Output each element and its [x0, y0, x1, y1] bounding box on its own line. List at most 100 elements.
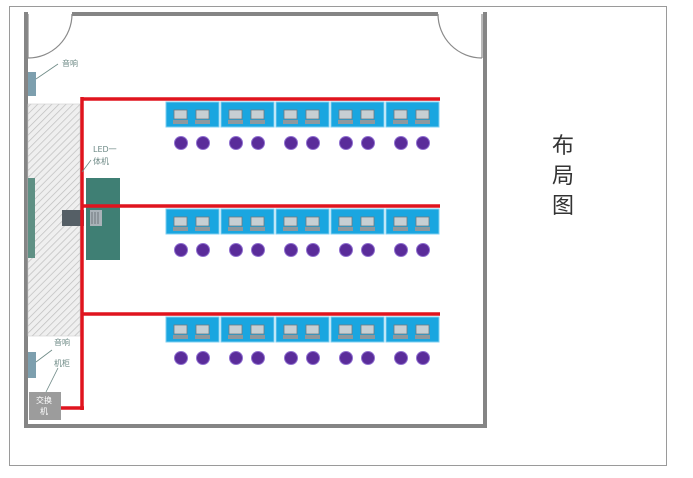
chair-icon	[339, 351, 353, 365]
chair-icon	[251, 136, 265, 150]
cabinet-label: 机柜	[54, 358, 70, 368]
chair-icon	[361, 136, 375, 150]
computer-icon	[393, 324, 408, 339]
computer-icon	[338, 216, 353, 231]
computer-icon	[360, 324, 375, 339]
chair-icon	[416, 351, 430, 365]
chair-icon	[394, 243, 408, 257]
desk-row	[165, 101, 440, 150]
chair-icon	[196, 136, 210, 150]
computer-icon	[250, 324, 265, 339]
whiteboard	[28, 178, 35, 258]
chair-icon	[196, 243, 210, 257]
layout-title: 布 局 图	[548, 132, 578, 222]
computer-icon	[415, 324, 430, 339]
computer-icon	[393, 109, 408, 124]
chair-icon	[306, 351, 320, 365]
desk-group	[275, 316, 330, 365]
leader-lines	[35, 63, 92, 393]
computer-icon	[305, 109, 320, 124]
speaker-bottom-label: 音响	[54, 337, 70, 347]
chair-icon	[339, 243, 353, 257]
desk-group	[165, 316, 220, 365]
desk-group	[385, 208, 440, 257]
desk-group	[275, 208, 330, 257]
speaker-top-label: 音响	[62, 58, 78, 68]
chair-icon	[361, 351, 375, 365]
computer-icon	[228, 216, 243, 231]
chair-icon	[394, 136, 408, 150]
chair-icon	[361, 243, 375, 257]
chair-icon	[229, 136, 243, 150]
desk-group	[165, 208, 220, 257]
led-label-line1: LED一	[93, 145, 117, 154]
desk-rows	[165, 101, 440, 365]
door-arc-icon	[437, 13, 483, 59]
chair-icon	[174, 136, 188, 150]
computer-icon	[305, 324, 320, 339]
computer-icon	[250, 109, 265, 124]
computer-icon	[415, 216, 430, 231]
room-walls	[24, 12, 487, 428]
computer-icon	[250, 216, 265, 231]
title-char: 布	[551, 134, 574, 159]
desk-group	[330, 101, 385, 150]
computer-icon	[338, 324, 353, 339]
chair-icon	[251, 243, 265, 257]
computer-icon	[283, 324, 298, 339]
computer-icon	[393, 216, 408, 231]
chair-icon	[251, 351, 265, 365]
title-char: 局	[551, 164, 574, 189]
chair-icon	[174, 243, 188, 257]
switch-box	[29, 392, 61, 420]
computer-icon	[360, 109, 375, 124]
desk-row	[165, 208, 440, 257]
chair-icon	[416, 136, 430, 150]
computer-icon	[173, 216, 188, 231]
desk-group	[220, 101, 275, 150]
speaker-bottom	[28, 352, 36, 378]
desk-row	[165, 316, 440, 365]
chair-icon	[394, 351, 408, 365]
chair-icon	[229, 243, 243, 257]
chair-icon	[229, 351, 243, 365]
desk-group	[330, 208, 385, 257]
desk-group	[220, 208, 275, 257]
chair-icon	[306, 243, 320, 257]
chair-icon	[284, 351, 298, 365]
computer-icon	[360, 216, 375, 231]
desk-group	[165, 101, 220, 150]
computer-icon	[283, 216, 298, 231]
led-label-line2: 体机	[93, 156, 109, 166]
chair-icon	[339, 136, 353, 150]
computer-icon	[338, 109, 353, 124]
chair-icon	[174, 351, 188, 365]
network-lines	[61, 97, 440, 410]
computer-icon	[228, 324, 243, 339]
chair-icon	[284, 243, 298, 257]
computer-icon	[415, 109, 430, 124]
switch-label-line2: 机	[40, 406, 48, 416]
chair-icon	[306, 136, 320, 150]
computer-icon	[173, 109, 188, 124]
chair-icon	[416, 243, 430, 257]
computer-icon	[173, 324, 188, 339]
computer-icon	[195, 216, 210, 231]
door-arc-icon	[27, 13, 73, 59]
desk-group	[275, 101, 330, 150]
projector-icon	[62, 210, 102, 226]
computer-icon	[283, 109, 298, 124]
computer-icon	[228, 109, 243, 124]
speaker-top	[28, 72, 36, 96]
switch-label-line1: 交换	[36, 395, 52, 405]
chair-icon	[284, 136, 298, 150]
desk-group	[220, 316, 275, 365]
chair-icon	[196, 351, 210, 365]
title-char: 图	[551, 194, 574, 219]
desk-group	[330, 316, 385, 365]
computer-icon	[305, 216, 320, 231]
computer-icon	[195, 109, 210, 124]
desk-group	[385, 101, 440, 150]
computer-icon	[195, 324, 210, 339]
